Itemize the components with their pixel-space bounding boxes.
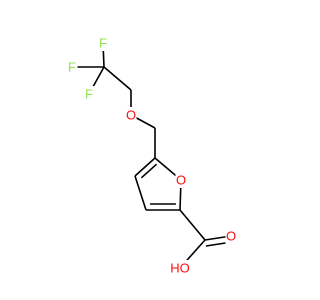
bond-c4-c5: [134, 157, 156, 177]
atom-label-f-left: F: [68, 60, 76, 75]
atom-label-o-ether: O: [126, 108, 136, 123]
atom-label-o-carbonyl: O: [226, 229, 236, 244]
atom-label-o-hydroxyl: HO: [170, 261, 190, 276]
atom-label-o-ring: O: [176, 173, 186, 188]
atom-label-background: [66, 59, 78, 75]
atom-label-background: [125, 107, 137, 123]
atom-label-f-top: F: [99, 36, 107, 51]
bond-c2-cooh: [179, 209, 206, 241]
bond-layer: [72, 42, 233, 269]
atom-label-background: [175, 172, 187, 188]
atom-label-background: [225, 228, 237, 244]
bond-c3-c4: [134, 175, 147, 211]
atom-label-background: [170, 260, 190, 276]
atom-label-f-low: F: [85, 87, 93, 102]
bond-c4-c5-second: [140, 163, 158, 179]
bond-cf3-ch2a: [103, 66, 132, 91]
atom-label-background: [97, 35, 109, 51]
atom-label-background: [83, 86, 95, 102]
